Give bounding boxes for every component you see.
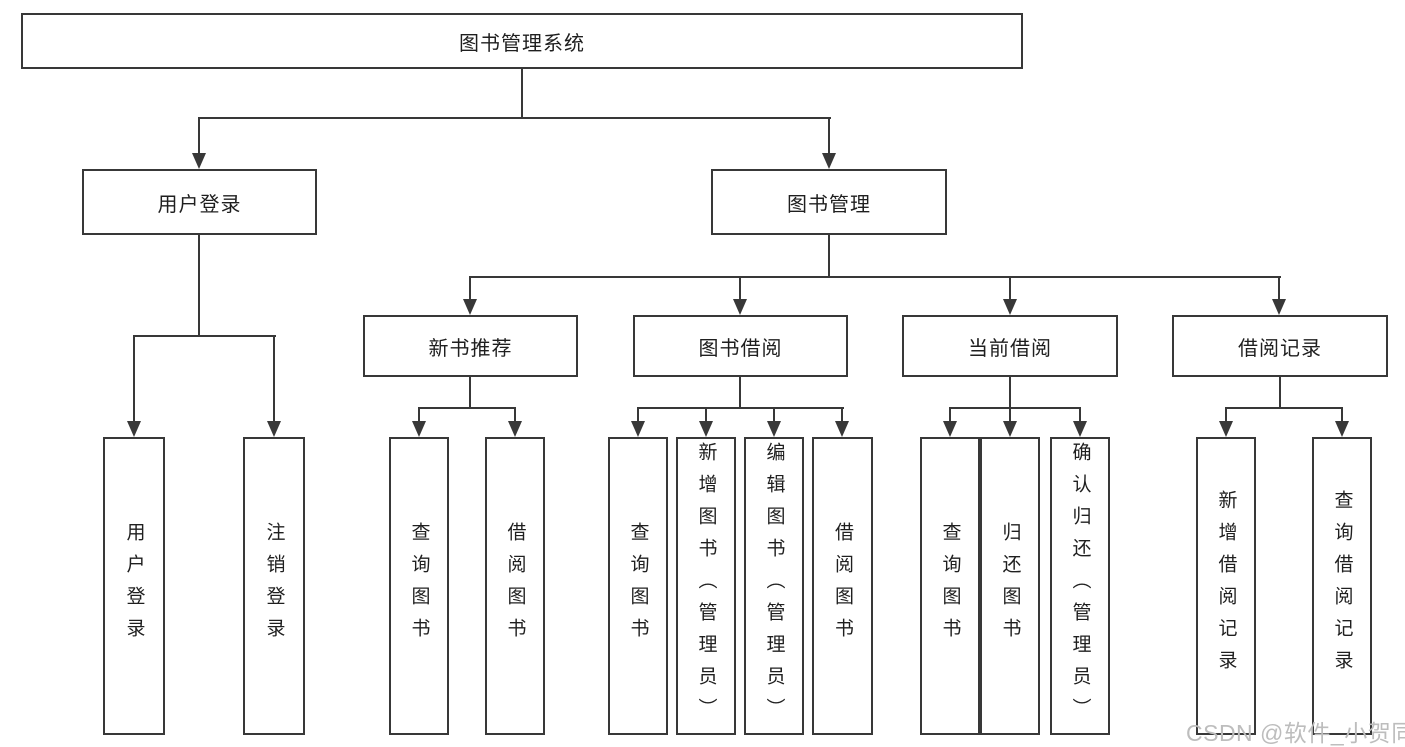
arrowhead-to-leaf-cb-confirm [1073, 421, 1087, 437]
connector-book-management-stem [828, 235, 830, 278]
leaf-label: 新增借阅记录 [1215, 490, 1237, 682]
connector-level2-branch [198, 117, 831, 119]
leaf-label: 查询借阅记录 [1331, 490, 1353, 682]
leaf-nb-borrow-books: 借阅图书 [485, 437, 545, 735]
arrowhead-to-book-borrow [733, 299, 747, 315]
arrowhead-to-book-management [822, 153, 836, 169]
connector-to-leaf-br-add [1225, 407, 1227, 423]
leaf-label: 归还图书 [999, 522, 1021, 650]
connector-user-login-stem [198, 235, 200, 337]
leaf-br-add-record: 新增借阅记录 [1196, 437, 1256, 735]
connector-to-leaf-bb-edit [773, 407, 775, 423]
leaf-label: 查询图书 [408, 522, 430, 650]
arrowhead-to-leaf-nb-query [412, 421, 426, 437]
arrowhead-to-leaf-bb-edit [767, 421, 781, 437]
node-borrow-records: 借阅记录 [1172, 315, 1388, 377]
arrowhead-to-leaf-bb-query [631, 421, 645, 437]
connector-to-leaf-cb-return [1009, 407, 1011, 423]
connector-to-user-login [198, 117, 200, 155]
connector-to-current-borrow [1009, 276, 1011, 300]
node-label: 图书管理系统 [459, 32, 585, 55]
connector-new-books-stem [469, 376, 471, 408]
leaf-cb-return-books: 归还图书 [980, 437, 1040, 735]
leaf-label: 借阅图书 [832, 522, 853, 650]
connector-current-borrow-stem [1009, 376, 1011, 408]
connector-borrow-records-branch [1225, 407, 1343, 409]
arrowhead-to-user-login [192, 153, 206, 169]
node-label: 借阅记录 [1238, 337, 1322, 360]
connector-to-borrow-records [1278, 276, 1280, 300]
node-label: 当前借阅 [968, 337, 1052, 360]
node-current-borrow: 当前借阅 [902, 315, 1118, 377]
leaf-label: 用户登录 [123, 522, 145, 650]
connector-to-leaf-bb-add [705, 407, 707, 423]
connector-book-borrow-stem [739, 376, 741, 408]
connector-to-leaf-cb-query [949, 407, 951, 423]
arrowhead-to-leaf-nb-borrow [508, 421, 522, 437]
arrowhead-to-leaf-bb-borrow [835, 421, 849, 437]
node-new-book-recommend: 新书推荐 [363, 315, 578, 377]
node-book-borrow: 图书借阅 [633, 315, 848, 377]
leaf-bb-borrow-books: 借阅图书 [812, 437, 873, 735]
node-library-management-system: 图书管理系统 [21, 13, 1023, 69]
connector-to-new-books [469, 276, 471, 300]
leaf-label: 查询图书 [939, 522, 961, 650]
connector-to-leaf-user-login [133, 335, 135, 423]
leaf-cb-confirm-return-admin: 确认归还（管理员） [1050, 437, 1110, 735]
connector-to-leaf-nb-query [418, 407, 420, 423]
node-book-management: 图书管理 [711, 169, 947, 235]
node-label: 新书推荐 [428, 337, 513, 360]
connector-level3-branch [469, 276, 1281, 278]
connector-to-leaf-bb-query [637, 407, 639, 423]
leaf-logout: 注销登录 [243, 437, 305, 735]
connector-to-book-borrow [739, 276, 741, 300]
connector-to-leaf-bb-borrow [841, 407, 843, 423]
node-label: 图书管理 [787, 193, 871, 216]
arrowhead-to-borrow-records [1272, 299, 1286, 315]
leaf-label: 查询图书 [627, 522, 649, 650]
leaf-user-login: 用户登录 [103, 437, 165, 735]
leaf-label: 编辑图书（管理员） [763, 442, 785, 730]
connector-to-leaf-br-query [1341, 407, 1343, 423]
leaf-nb-query-books: 查询图书 [389, 437, 449, 735]
arrowhead-to-current-borrow [1003, 299, 1017, 315]
node-label: 图书借阅 [698, 337, 783, 360]
connector-to-book-management [828, 117, 830, 155]
connector-to-leaf-logout [273, 335, 275, 423]
connector-user-login-branch [133, 335, 276, 337]
connector-to-leaf-nb-borrow [514, 407, 516, 423]
leaf-label: 新增图书（管理员） [695, 442, 717, 730]
connector-new-books-branch [418, 407, 516, 409]
leaf-label: 注销登录 [263, 522, 285, 650]
leaf-label: 借阅图书 [504, 522, 526, 650]
node-user-login: 用户登录 [82, 169, 317, 235]
node-label: 用户登录 [157, 193, 242, 216]
leaf-bb-edit-books-admin: 编辑图书（管理员） [744, 437, 804, 735]
csdn-watermark: CSDN @软件_小贺同学 [1186, 720, 1405, 746]
leaf-bb-add-books-admin: 新增图书（管理员） [676, 437, 736, 735]
leaf-bb-query-books: 查询图书 [608, 437, 668, 735]
connector-book-borrow-branch [637, 407, 844, 409]
leaf-br-query-record: 查询借阅记录 [1312, 437, 1372, 735]
leaf-label: 确认归还（管理员） [1069, 442, 1091, 730]
connector-to-leaf-cb-confirm [1079, 407, 1081, 423]
arrowhead-to-new-books [463, 299, 477, 315]
arrowhead-to-leaf-cb-query [943, 421, 957, 437]
connector-root-stem [521, 68, 523, 118]
arrowhead-to-leaf-br-add [1219, 421, 1233, 437]
arrowhead-to-leaf-cb-return [1003, 421, 1017, 437]
arrowhead-to-leaf-logout [267, 421, 281, 437]
connector-borrow-records-stem [1279, 376, 1281, 408]
arrowhead-to-leaf-bb-add [699, 421, 713, 437]
arrowhead-to-leaf-user-login [127, 421, 141, 437]
connector-current-borrow-branch [949, 407, 1081, 409]
arrowhead-to-leaf-br-query [1335, 421, 1349, 437]
leaf-cb-query-books: 查询图书 [920, 437, 980, 735]
